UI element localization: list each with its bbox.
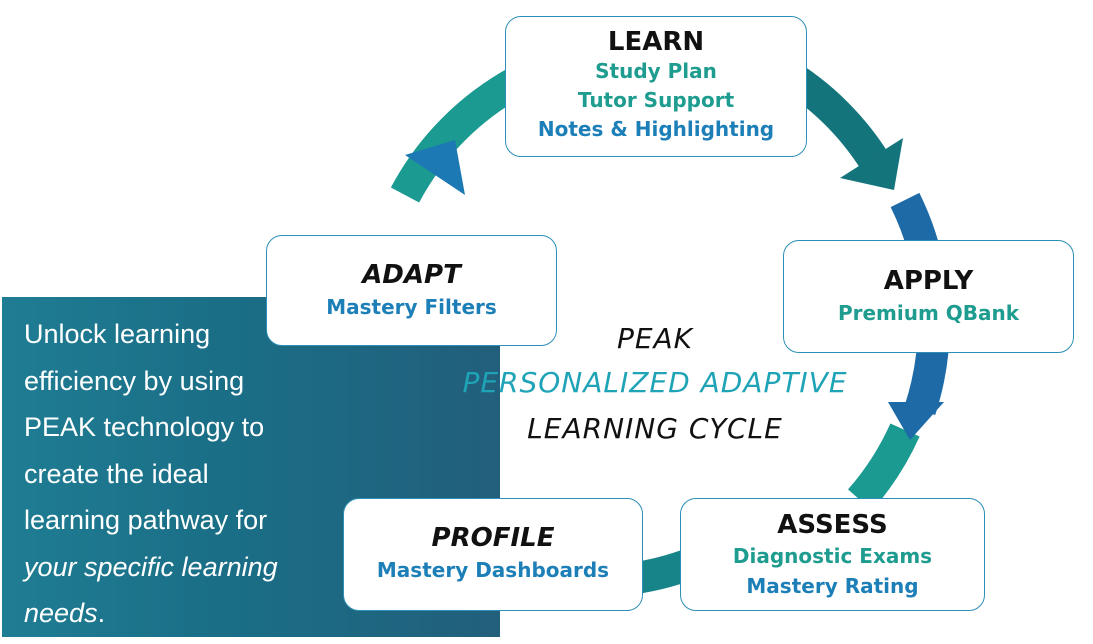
- intro-line-2: efficiency by using: [24, 365, 245, 396]
- stage-apply-title: APPLY: [883, 266, 974, 296]
- stage-apply-item-1: Premium QBank: [837, 301, 1020, 325]
- intro-line-6: your specific learning: [24, 551, 278, 582]
- stage-assess-item-1: Diagnostic Exams: [732, 544, 933, 568]
- stage-adapt-item-1: Mastery Filters: [326, 295, 497, 319]
- stage-profile: PROFILE Mastery Dashboards: [343, 498, 643, 611]
- stage-profile-item-1: Mastery Dashboards: [376, 558, 610, 582]
- stage-profile-title: PROFILE: [431, 523, 555, 553]
- stage-learn-item-3: Notes & Highlighting: [537, 117, 775, 141]
- stage-adapt-title: ADAPT: [362, 260, 461, 290]
- intro-line-3: PEAK technology to: [24, 412, 265, 442]
- stage-apply: APPLY Premium QBank: [783, 240, 1074, 353]
- stage-assess: ASSESS Diagnostic Exams Mastery Rating: [680, 498, 985, 611]
- intro-line-7: needs.: [24, 598, 106, 628]
- intro-needs: needs: [24, 598, 98, 628]
- stage-learn-item-1: Study Plan: [595, 59, 717, 83]
- stage-assess-title: ASSESS: [777, 510, 888, 540]
- center-line-2: PERSONALIZED ADAPTIVE: [462, 366, 848, 399]
- center-line-3: LEARNING CYCLE: [527, 412, 783, 445]
- stage-adapt: ADAPT Mastery Filters: [266, 235, 557, 346]
- ring-segment-adapt-learn: [390, 65, 528, 203]
- stage-assess-item-2: Mastery Rating: [746, 574, 919, 598]
- center-line-1: PEAK: [616, 322, 694, 355]
- ring-segment-apply-assess: [847, 423, 920, 511]
- stage-learn-item-2: Tutor Support: [577, 88, 735, 112]
- arrow-to-learn-icon: [405, 140, 465, 195]
- stage-learn-title: LEARN: [607, 27, 705, 57]
- intro-line-1: Unlock learning: [24, 319, 211, 349]
- stage-learn: LEARN Study Plan Tutor Support Notes & H…: [505, 16, 807, 157]
- intro-line-4: create the ideal: [24, 458, 209, 489]
- intro-line-5: learning pathway for: [24, 505, 268, 535]
- arrow-to-assess-icon: [888, 402, 944, 440]
- arrow-to-apply-icon: [840, 138, 903, 190]
